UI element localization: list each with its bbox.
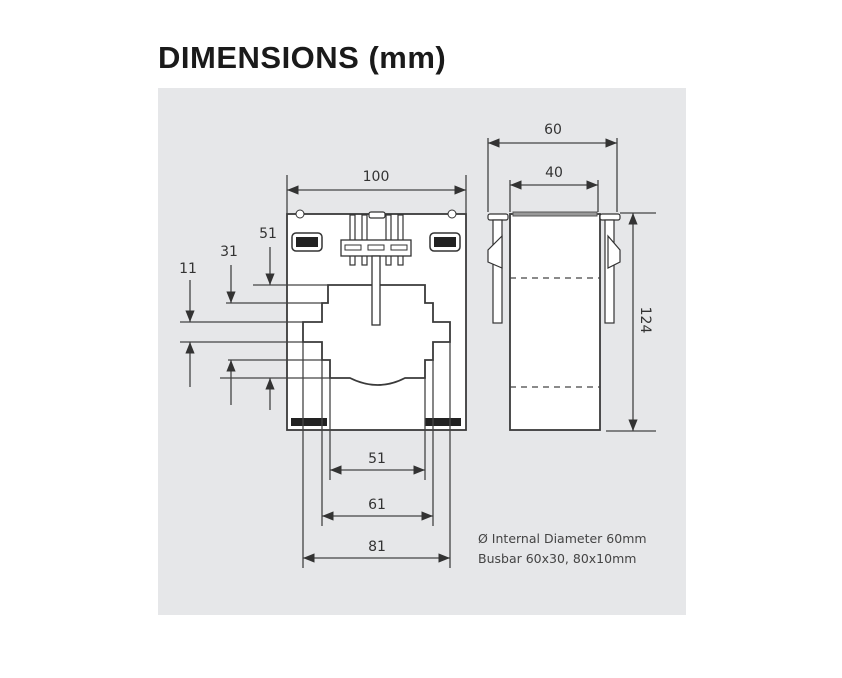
foot-right xyxy=(425,418,461,426)
note-busbar: Busbar 60x30, 80x10mm xyxy=(478,551,636,566)
foot-left xyxy=(291,418,327,426)
dim-label-124: 124 xyxy=(637,307,653,334)
dim-label-60: 60 xyxy=(544,122,562,138)
dim-label-61: 61 xyxy=(368,497,386,513)
front-view: 51 31 11 100 51 61 81 xyxy=(179,169,467,568)
dim-label-40: 40 xyxy=(545,165,563,181)
slot-left xyxy=(296,237,318,247)
slot-right xyxy=(434,237,456,247)
page-title: DIMENSIONS (mm) xyxy=(158,40,447,75)
dim-label-31: 31 xyxy=(220,244,238,260)
dim-label-11: 11 xyxy=(179,261,197,277)
transformer-body-side xyxy=(509,213,601,431)
side-view: 60 40 124 xyxy=(487,122,656,432)
dim-label-100: 100 xyxy=(363,169,390,185)
note-internal-diameter: Ø Internal Diameter 60mm xyxy=(478,531,647,546)
dim-label-51-top: 51 xyxy=(259,226,277,242)
terminal-block xyxy=(340,211,412,326)
busbar-window xyxy=(302,284,451,386)
dim-label-81: 81 xyxy=(368,539,386,555)
dim-label-51-bottom: 51 xyxy=(368,451,386,467)
